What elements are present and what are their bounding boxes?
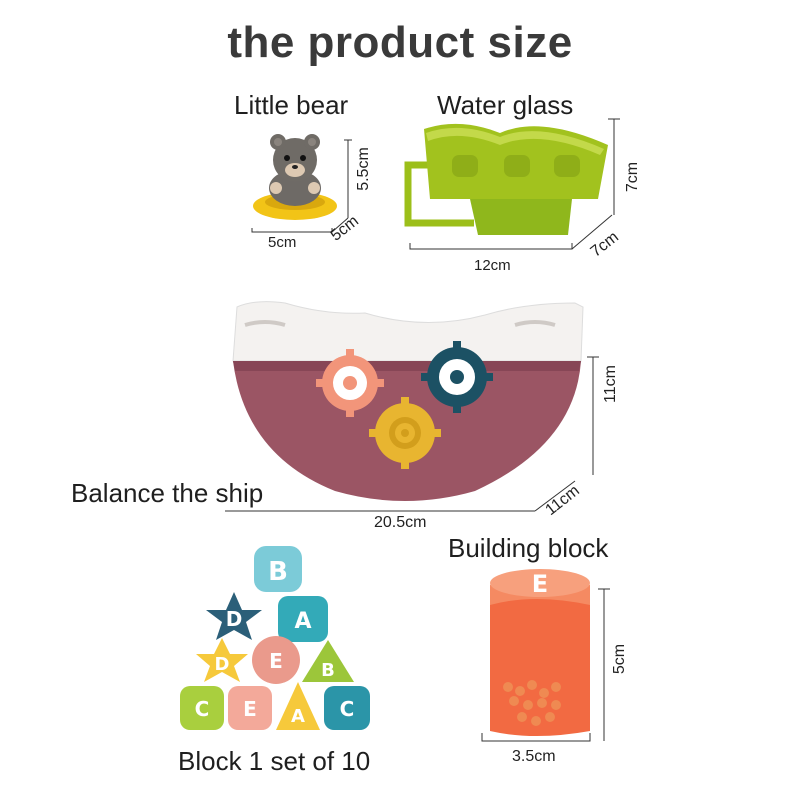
bear-label: Little bear <box>234 90 349 120</box>
building-width-dimension: 3.5cm <box>512 748 556 765</box>
bear-width-dimension: 5cm <box>268 234 297 251</box>
block-set-image: B D A D E B C E A C <box>180 546 370 730</box>
blocks-caption: Block 1 set of 10 <box>178 746 371 776</box>
bear-height-dimension: 5.5cm <box>354 147 372 191</box>
building-block-letter: E <box>532 570 548 598</box>
ship-width-dimension: 20.5cm <box>374 514 427 531</box>
glass-label: Water glass <box>437 90 574 120</box>
building-height-dimension: 5cm <box>611 643 629 675</box>
bear-image <box>251 134 352 233</box>
block-b-top: B <box>254 546 302 592</box>
glass-height-dimension: 7cm <box>624 161 642 193</box>
building-block-image: E <box>481 569 610 742</box>
block-letter-6: C <box>195 697 210 721</box>
ship-height-dimension: 11cm <box>601 365 619 403</box>
building-block-label: Building block <box>448 533 609 563</box>
block-letter-2: A <box>294 609 311 634</box>
block-letter-4: E <box>269 649 283 673</box>
block-letter-7: E <box>243 697 257 721</box>
block-letter-3: D <box>215 654 230 675</box>
block-letter-9: C <box>340 697 355 721</box>
water-glass-image <box>404 118 620 250</box>
block-letter-0: B <box>268 557 288 587</box>
block-letter-1: D <box>226 607 243 631</box>
glass-width-dimension: 12cm <box>474 257 511 274</box>
balance-ship-image <box>225 301 599 512</box>
block-letter-5: B <box>321 660 335 681</box>
block-letter-8: A <box>291 706 305 727</box>
page-title: the product size <box>227 18 573 67</box>
ship-label: Balance the ship <box>71 478 264 508</box>
